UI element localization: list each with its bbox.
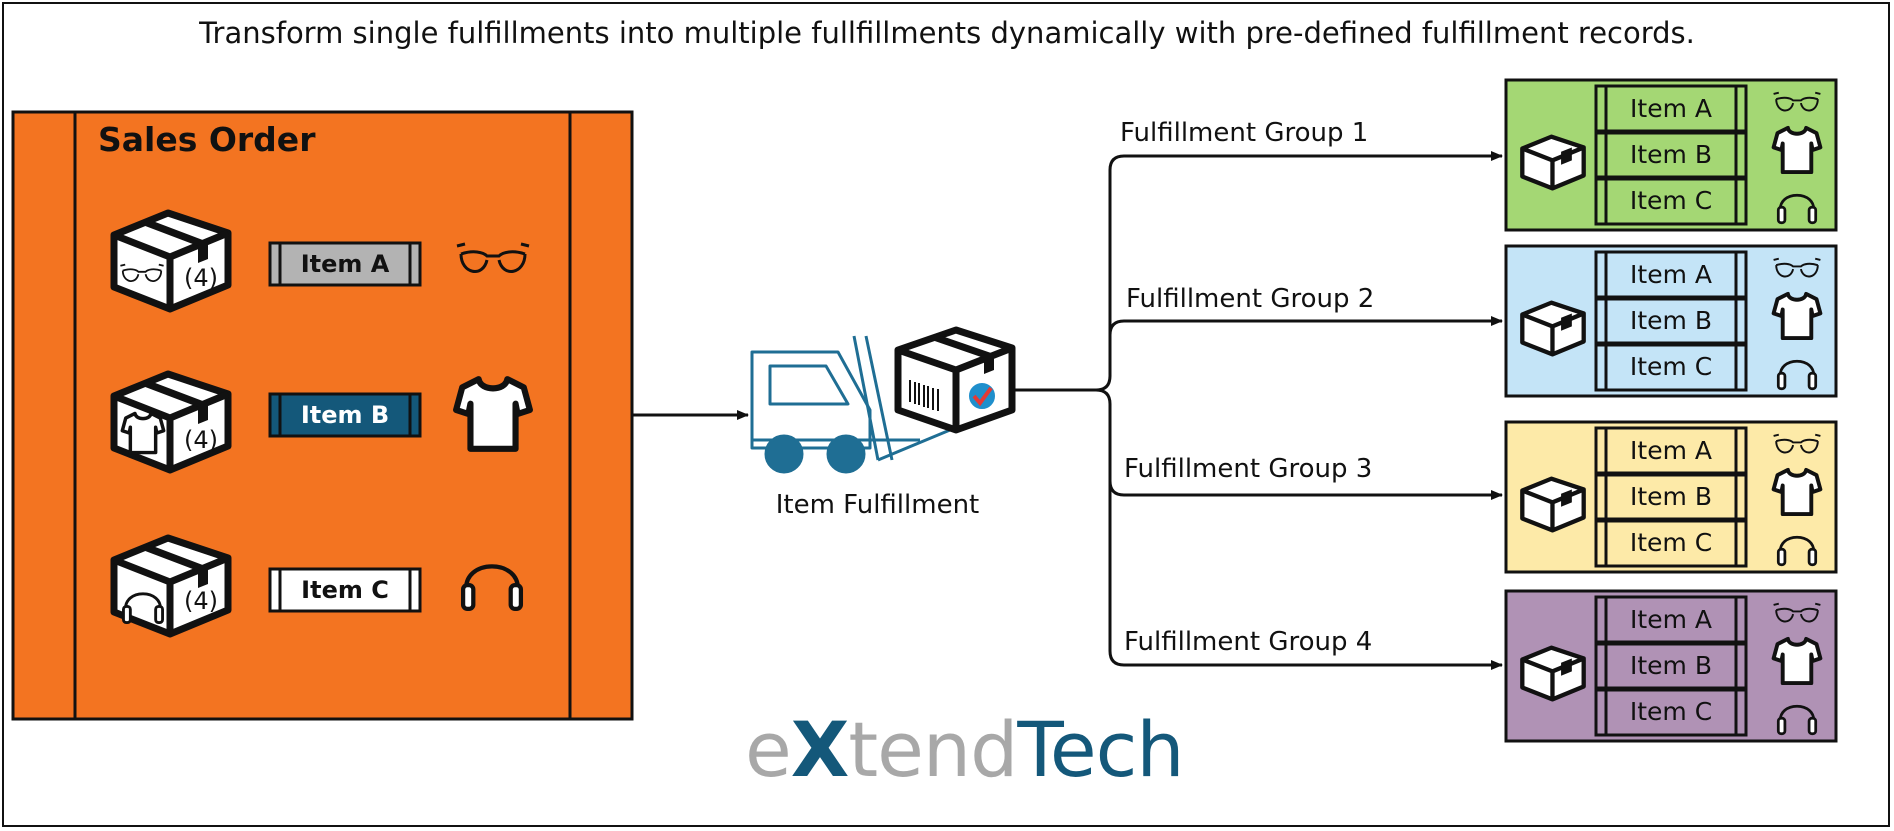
group-2-item-1: Item A xyxy=(1630,260,1712,289)
group-1-item-2: Item B xyxy=(1629,140,1712,169)
group-item-table xyxy=(1594,250,1748,392)
extendtech-logo: eXtendTech xyxy=(745,712,1185,788)
group-4-item-1: Item A xyxy=(1630,605,1712,634)
quantity-a: (4) xyxy=(184,264,218,292)
group-4-label: Fulfillment Group 4 xyxy=(1124,627,1373,657)
group-1-label: Fulfillment Group 1 xyxy=(1120,118,1369,148)
logo-part-1: e xyxy=(745,705,792,794)
sales-order-item-c-label: Item C xyxy=(301,576,389,604)
logo-part-2: X xyxy=(790,705,850,794)
group-3-item-3: Item C xyxy=(1629,528,1713,557)
group-4-item-3: Item C xyxy=(1629,697,1713,726)
logo-part-3: tend xyxy=(848,705,1018,794)
group-item-table xyxy=(1594,595,1748,737)
sales-order-item-b-label: Item B xyxy=(300,401,390,429)
group-3-item-2: Item B xyxy=(1629,482,1712,511)
group-item-table xyxy=(1594,426,1748,568)
group-3-item-1: Item A xyxy=(1630,436,1712,465)
sales-order-row-b xyxy=(114,374,530,470)
fulfillment-group-3 xyxy=(1504,420,1838,574)
group-2-label: Fulfillment Group 2 xyxy=(1126,284,1375,314)
sales-order-title: Sales Order xyxy=(98,120,316,159)
group-2-item-3: Item C xyxy=(1629,352,1713,381)
group-4-item-2: Item B xyxy=(1629,651,1712,680)
fulfillment-group-4 xyxy=(1504,589,1838,743)
forklift-icon xyxy=(750,335,951,474)
group-3-label: Fulfillment Group 3 xyxy=(1124,454,1373,484)
group-1-item-3: Item C xyxy=(1629,186,1713,215)
group-panels xyxy=(1504,78,1838,743)
group-connectors xyxy=(1012,151,1503,670)
quantity-b: (4) xyxy=(184,426,218,454)
quantity-c: (4) xyxy=(184,587,218,615)
page-title: Transform single fulfillments into multi… xyxy=(199,16,1695,50)
sales-order-item-a-label: Item A xyxy=(300,250,390,278)
barcode-box-icon xyxy=(894,326,1016,434)
item-fulfillment-label: Item Fulfillment xyxy=(775,490,980,520)
logo-part-4: Tech xyxy=(1017,705,1184,794)
group-item-table xyxy=(1594,84,1748,226)
group-1-item-1: Item A xyxy=(1630,94,1712,123)
sales-order-row-c xyxy=(114,538,521,634)
fulfillment-group-2 xyxy=(1504,244,1838,398)
sales-order-row-a xyxy=(114,213,531,309)
fulfillment-group-1 xyxy=(1504,78,1838,232)
group-2-item-2: Item B xyxy=(1629,306,1712,335)
